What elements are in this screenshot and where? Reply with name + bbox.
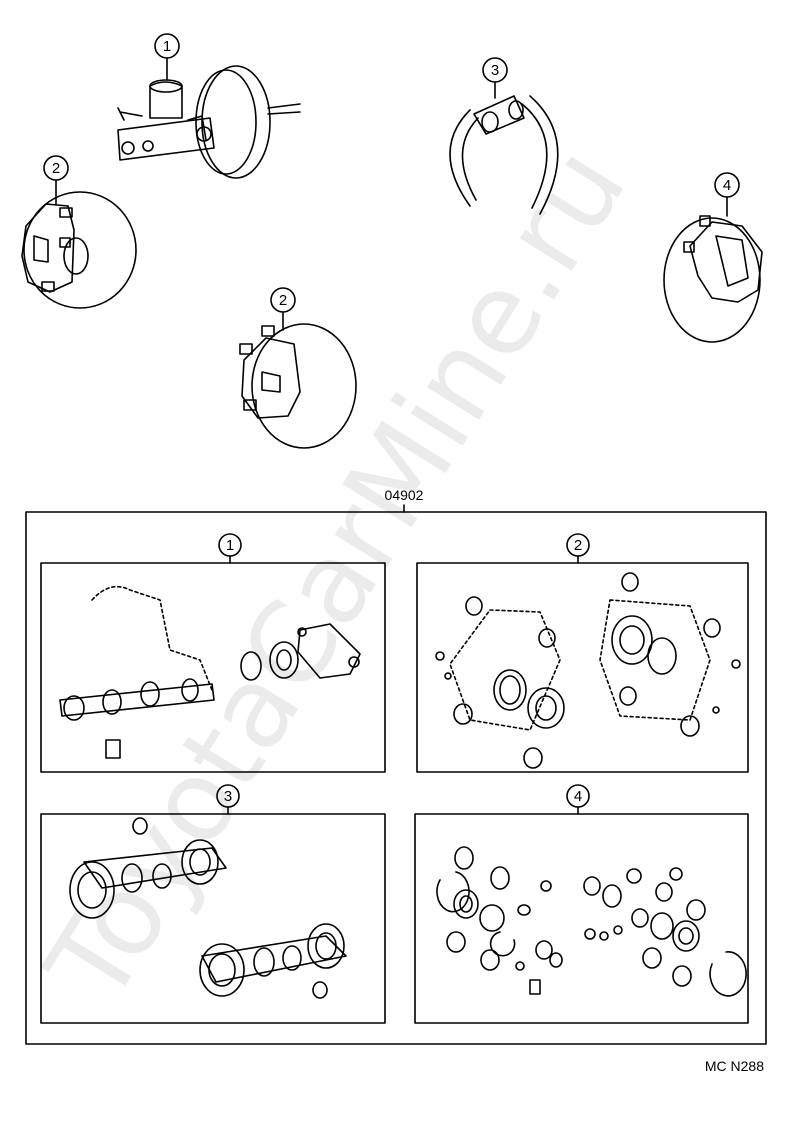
panel-2	[416, 562, 749, 773]
wheel-cylinder-kit-parts	[69, 817, 347, 999]
callout-4-top	[714, 172, 740, 198]
callout-2-panel	[566, 533, 590, 557]
rear-caliper-kit-parts	[436, 846, 747, 997]
kit-number-label: 04902	[385, 487, 424, 503]
callout-3-top-label: 3	[491, 62, 499, 79]
kit-frame	[25, 511, 767, 1045]
callout-1-top	[154, 33, 180, 59]
callout-2-panel-label: 2	[574, 537, 582, 554]
master-cylinder-assembly	[117, 65, 301, 179]
callout-1-panel	[218, 533, 242, 557]
callout-2-center	[270, 287, 296, 313]
callout-3-panel	[216, 784, 240, 808]
watermark: ToyotaCarMine.ru	[22, 126, 651, 1025]
callout-2-left-label: 2	[52, 160, 60, 177]
callout-2-center-label: 2	[279, 292, 287, 309]
callout-4-top-label: 4	[723, 177, 731, 194]
panel-3	[40, 813, 386, 1024]
panel-1	[40, 562, 386, 773]
front-caliper-kit-parts	[435, 572, 741, 769]
front-caliper-left	[21, 191, 137, 309]
panel-4	[414, 813, 749, 1024]
callout-3-panel-label: 3	[224, 788, 232, 805]
callout-1-top-label: 1	[163, 38, 171, 55]
callout-3-top	[482, 57, 508, 83]
callout-2-left	[43, 155, 69, 181]
master-cylinder-kit-parts	[59, 585, 361, 759]
callout-4-panel	[566, 784, 590, 808]
front-caliper-center	[239, 323, 357, 449]
callout-1-panel-label: 1	[226, 537, 234, 554]
wheel-cylinder-drum-assembly	[449, 95, 559, 215]
rear-caliper	[663, 215, 763, 343]
callout-4-panel-label: 4	[574, 788, 582, 805]
diagram-code: MC N288	[705, 1058, 764, 1074]
